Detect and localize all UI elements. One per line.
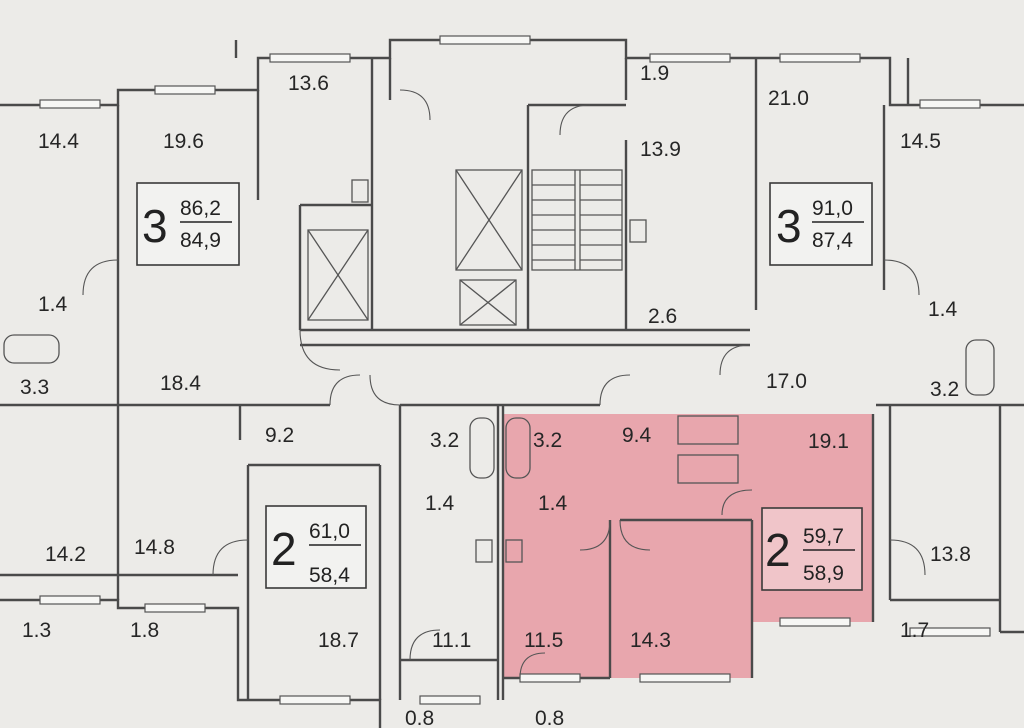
room-area-13-9: 13.9 xyxy=(640,138,681,161)
apartment-living-area: 58,4 xyxy=(309,564,350,587)
apartment-living-area: 84,9 xyxy=(180,229,221,252)
room-area-0-8-right: 0.8 xyxy=(535,707,564,728)
room-area-11-5: 11.5 xyxy=(524,629,563,652)
room-area-1-4-center: 1.4 xyxy=(425,492,455,515)
apartment-card-highlighted-2room[interactable]: 2 59,7 58,9 xyxy=(761,507,863,591)
apartment-living-area: 58,9 xyxy=(803,562,844,585)
apartment-total-area: 59,7 xyxy=(803,525,844,548)
room-area-3-2-center: 3.2 xyxy=(430,429,459,452)
room-area-13-6: 13.6 xyxy=(288,72,329,95)
room-area-14-8: 14.8 xyxy=(134,536,175,559)
staircase xyxy=(531,169,623,271)
room-area-14-4: 14.4 xyxy=(38,130,79,153)
room-area-0-8-left: 0.8 xyxy=(405,707,434,728)
apartment-living-area: 87,4 xyxy=(812,229,853,252)
room-area-2-6: 2.6 xyxy=(648,305,677,328)
room-area-19-1: 19.1 xyxy=(808,430,849,453)
room-area-1-9: 1.9 xyxy=(640,62,669,85)
room-area-1-3: 1.3 xyxy=(22,619,51,642)
room-area-13-8: 13.8 xyxy=(930,543,971,566)
windows xyxy=(39,35,991,705)
room-area-17-0: 17.0 xyxy=(766,370,807,393)
apartment-total-area: 61,0 xyxy=(309,520,350,543)
room-area-1-4-right: 1.4 xyxy=(928,298,958,321)
room-area-1-8: 1.8 xyxy=(130,619,159,642)
room-area-9-2: 9.2 xyxy=(265,424,294,447)
apartment-card-right-3room[interactable]: 3 91,0 87,4 xyxy=(769,182,873,266)
highlighted-apartment-area[interactable] xyxy=(503,414,873,678)
room-area-14-2: 14.2 xyxy=(45,543,86,566)
room-area-18-4: 18.4 xyxy=(160,372,201,395)
room-area-9-4: 9.4 xyxy=(622,424,652,447)
apartment-total-area: 86,2 xyxy=(180,197,221,220)
room-area-11-1: 11.1 xyxy=(432,629,471,652)
room-area-3-2-right: 3.2 xyxy=(930,378,959,401)
bathroom-fixtures xyxy=(3,179,995,563)
room-area-3-3: 3.3 xyxy=(20,376,49,399)
apartment-room-count: 2 xyxy=(271,523,297,575)
room-area-3-2-pink: 3.2 xyxy=(533,429,562,452)
room-area-14-5: 14.5 xyxy=(900,130,941,153)
door-swings xyxy=(82,89,926,679)
apartment-card-center-2room[interactable]: 2 61,0 58,4 xyxy=(265,505,367,589)
room-area-21-0: 21.0 xyxy=(768,87,809,110)
interior-walls xyxy=(0,58,1024,700)
apartment-room-count: 2 xyxy=(765,524,791,576)
room-area-14-3: 14.3 xyxy=(630,629,671,652)
room-area-1-4-pink: 1.4 xyxy=(538,492,568,515)
room-area-18-7: 18.7 xyxy=(318,629,359,652)
room-area-labels: 13.6 1.9 21.0 14.4 19.6 13.9 14.5 1.4 2.… xyxy=(20,62,971,728)
apartment-total-area: 91,0 xyxy=(812,197,853,220)
apartment-room-count: 3 xyxy=(776,200,802,252)
apartment-card-left-3room[interactable]: 3 86,2 84,9 xyxy=(136,182,240,266)
room-area-1-4-left: 1.4 xyxy=(38,293,68,316)
elevator-core xyxy=(307,169,523,326)
room-area-19-6: 19.6 xyxy=(163,130,204,153)
room-area-1-7: 1.7 xyxy=(900,619,929,642)
apartment-room-count: 3 xyxy=(142,200,168,252)
